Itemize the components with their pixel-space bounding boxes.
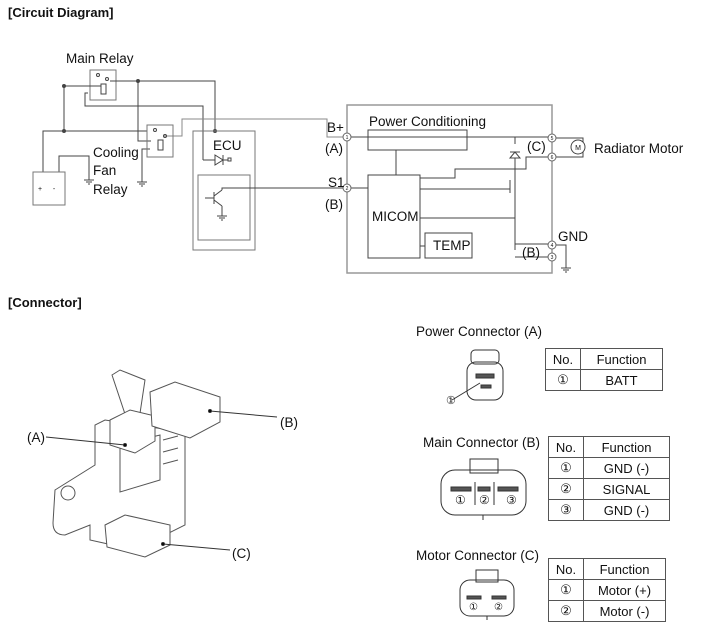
pin-function: SIGNAL — [583, 478, 670, 500]
pin-function: GND (-) — [583, 457, 670, 479]
device-label-c: (C) — [232, 546, 251, 561]
micom-box — [367, 174, 421, 259]
col-no: No. — [548, 436, 584, 458]
pin-function: Motor (+) — [583, 579, 666, 601]
motor-pin-2-label: ② — [494, 602, 503, 613]
a-label: (A) — [325, 141, 343, 156]
pin-6: 6 — [551, 155, 554, 161]
main-relay-box — [89, 69, 117, 101]
pin-2: 2 — [346, 186, 349, 192]
motor-pin-1-label: ① — [469, 602, 478, 613]
battery-plus: + — [38, 186, 42, 193]
power-connector-title: Power Connector (A) — [416, 324, 543, 339]
gnd-label: GND — [558, 229, 588, 244]
device-label-a: (A) — [27, 430, 45, 445]
circuit-diagram-heading: [Circuit Diagram] — [8, 5, 114, 20]
ecu-label: ECU — [213, 138, 242, 153]
c-label: (C) — [527, 139, 546, 154]
device-label-b: (B) — [280, 415, 298, 430]
motor-connector-title: Motor Connector (C) — [416, 548, 540, 563]
main-pin-3-label: ③ — [506, 493, 517, 507]
temp-label: TEMP — [433, 238, 471, 253]
micom-label: MICOM — [372, 209, 419, 224]
col-function: Function — [580, 348, 663, 370]
cooling-fan-relay-label-3: Relay — [93, 182, 128, 197]
pin-no: ① — [545, 369, 581, 391]
pin-no: ① — [548, 457, 584, 479]
fan-controller-illustration — [52, 369, 221, 558]
pin-3: 3 — [551, 255, 554, 261]
power-conditioning-label: Power Conditioning — [369, 114, 486, 129]
pin-1: 1 — [346, 135, 349, 141]
main-connector-face — [440, 458, 527, 520]
pin-function: Motor (-) — [583, 600, 666, 622]
pin-no: ③ — [548, 499, 584, 521]
main-relay-label: Main Relay — [66, 51, 134, 66]
connector-heading: [Connector] — [8, 295, 82, 310]
main-pin-1-label: ① — [455, 493, 466, 507]
b-gnd-label: (B) — [522, 245, 540, 260]
main-connector-title: Main Connector (B) — [423, 435, 541, 450]
ecu-box — [192, 130, 256, 251]
pin-no: ② — [548, 600, 584, 622]
pin-4: 4 — [551, 243, 554, 249]
cooling-fan-relay-box — [146, 124, 174, 158]
b-label: (B) — [325, 197, 343, 212]
power-pin-1-label: ① — [446, 395, 456, 407]
pin-function: GND (-) — [583, 499, 670, 521]
b-plus-label: B+ — [327, 120, 344, 135]
pin-5: 5 — [551, 136, 554, 142]
col-function: Function — [583, 558, 666, 580]
cooling-fan-relay-label: Cooling — [93, 145, 139, 160]
s1-label: S1 — [328, 175, 345, 190]
power-conditioning-box — [367, 129, 468, 151]
pin-function: BATT — [580, 369, 663, 391]
motor-symbol-label: M — [575, 145, 581, 152]
radiator-motor-symbol — [570, 139, 586, 155]
col-no: No. — [548, 558, 584, 580]
power-connector-face — [451, 349, 504, 401]
main-pin-2-label: ② — [479, 493, 490, 507]
pin-no: ② — [548, 478, 584, 500]
battery-minus: - — [53, 186, 56, 193]
motor-connector-face — [459, 569, 515, 620]
col-no: No. — [545, 348, 581, 370]
radiator-motor-label: Radiator Motor — [594, 141, 684, 156]
pin-no: ① — [548, 579, 584, 601]
cooling-fan-relay-label-2: Fan — [93, 163, 116, 178]
battery — [32, 171, 66, 206]
col-function: Function — [583, 436, 670, 458]
